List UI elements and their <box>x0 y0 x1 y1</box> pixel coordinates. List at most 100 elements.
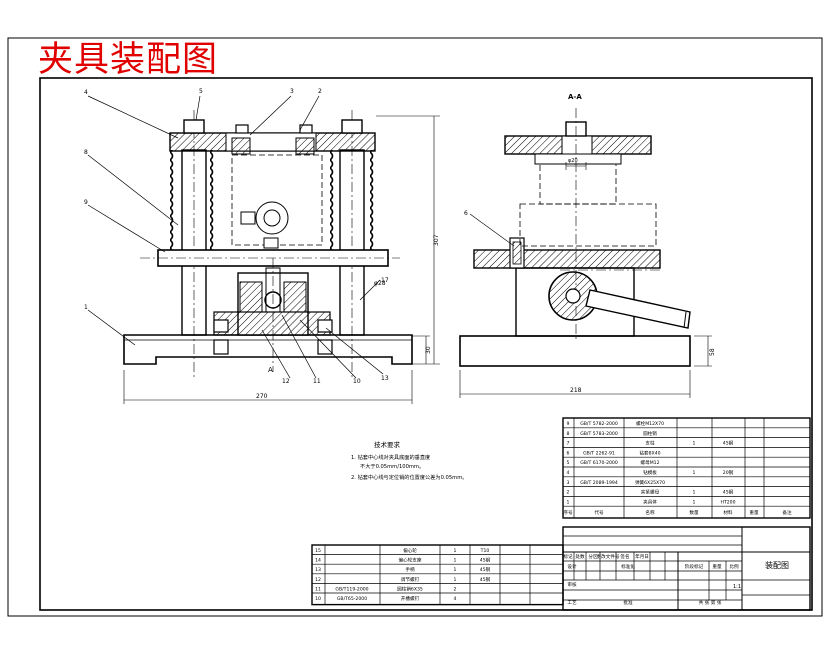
bom-material: 45钢 <box>480 557 491 564</box>
bom-header: 数量 <box>689 509 699 516</box>
bom-no: 15 <box>315 548 321 554</box>
title-block-approve: 批准 <box>623 599 633 606</box>
bom-code: GB/T 6170-2000 <box>580 460 618 466</box>
bom-header: 名称 <box>645 509 655 516</box>
bom-header: 备注 <box>782 509 792 516</box>
bom-qty: 2 <box>454 586 457 592</box>
callout: 1 <box>84 304 88 311</box>
bom-code: GB/T65-2000 <box>337 596 367 602</box>
callout: 3 <box>290 88 294 95</box>
bom-name: 钻套8X40 <box>639 449 660 456</box>
callout: 8 <box>84 149 88 156</box>
bom-no: 6 <box>567 450 570 456</box>
bom-header: 材料 <box>723 509 733 516</box>
bom-material: 45钢 <box>723 489 734 496</box>
bom-code: GB/T119-2000 <box>335 586 368 592</box>
bom-no: 11 <box>315 586 321 592</box>
outer-frame <box>7 37 823 617</box>
callout-side: 6 <box>464 210 468 217</box>
bom-material: T10 <box>480 548 490 554</box>
bom-no: 14 <box>315 558 321 564</box>
bom-no: 4 <box>567 470 570 476</box>
bom-no: 8 <box>567 431 570 437</box>
bom-qty: 1 <box>693 470 696 476</box>
bom-no: 7 <box>567 441 570 447</box>
dim-width-side: 218 <box>570 387 582 394</box>
bom-name: 螺栓M12X70 <box>636 420 664 427</box>
title-block-label: 分区 <box>588 553 598 560</box>
bom-material: HT200 <box>720 499 735 505</box>
dim-drill: φ28 <box>374 280 386 287</box>
title-block-scale: 比例 <box>729 563 739 570</box>
bom-name: 夹具体 <box>643 498 657 505</box>
bom-material: 45钢 <box>480 566 491 573</box>
bom-qty: 4 <box>454 596 457 602</box>
bom-no: 10 <box>315 596 321 602</box>
bom-qty: 1 <box>454 558 457 564</box>
tech-req-line: 2. 钻套中心线与定位销的位置度公差为0.05mm。 <box>351 473 467 481</box>
bom-name: 钻模板 <box>643 469 657 476</box>
title-block-name: 装配图 <box>765 560 789 570</box>
bom-name: 弹簧6X25X70 <box>635 479 665 486</box>
title-block-weight: 重量 <box>712 563 722 570</box>
bom-name: 开槽螺钉 <box>401 595 420 602</box>
title-block-label: 处数 <box>575 553 585 560</box>
title-block-design: 设计 <box>567 563 577 570</box>
title-block-label: 年月日 <box>635 553 649 560</box>
callout: 12 <box>282 378 290 385</box>
callout: 10 <box>353 378 361 385</box>
title-block-craft: 工艺 <box>567 600 577 606</box>
bom-material: 20钢 <box>723 469 734 476</box>
title-block-stage: 阶段标记 <box>685 563 704 570</box>
bom-name: 圆柱销 <box>643 430 657 437</box>
bom-name: 调节螺钉 <box>401 576 420 583</box>
callout: 5 <box>199 88 203 95</box>
bom-code: GB/T 2262-91 <box>583 450 615 456</box>
bom-header: 序号 <box>563 509 573 516</box>
title-block-label: 标记 <box>563 553 573 560</box>
tech-req-line: 1. 钻套中心线对夹具底面的垂直度 <box>351 453 430 461</box>
bom-qty: 1 <box>693 499 696 505</box>
bom-code: GB/T 5782-2000 <box>580 421 618 427</box>
dim-bushing: φ20 <box>568 158 578 164</box>
bom-name: 支柱 <box>645 440 655 447</box>
bom-header: 代号 <box>594 509 604 516</box>
bom-no: 12 <box>315 577 321 583</box>
bom-header: 重量 <box>749 509 759 516</box>
bom-code: GB/T 2089-1994 <box>580 480 618 486</box>
tech-req-line: 不大于0.05mm/100mm。 <box>360 462 424 470</box>
bom-qty: 1 <box>693 441 696 447</box>
callout: 2 <box>318 88 322 95</box>
tech-req-title: 技术要求 <box>374 440 401 449</box>
inner-frame <box>39 77 813 611</box>
title-block-label: 更改文件号 <box>597 553 620 560</box>
bom-name: 圆柱销6X35 <box>397 585 423 592</box>
bom-no: 2 <box>567 490 570 496</box>
bom-no: 13 <box>315 567 321 573</box>
title-block-sheets: 共 张 第 张 <box>699 599 722 606</box>
bom-name: 夹紧螺母 <box>641 489 660 496</box>
bom-code: GB/T 5783-2000 <box>580 431 618 437</box>
bom-name: 螺母M12 <box>641 459 660 466</box>
tech-requirements: 技术要求 1. 钻套中心线对夹具底面的垂直度 不大于0.05mm/100mm。 … <box>351 440 467 481</box>
bom-name: 偏心轮 <box>403 547 417 554</box>
bom-no: 9 <box>567 421 570 427</box>
bom-qty: 1 <box>454 567 457 573</box>
callout: 4 <box>84 89 88 96</box>
scale-value: 1:1 <box>733 584 741 590</box>
bom-no: 5 <box>567 460 570 466</box>
front-view <box>87 95 440 404</box>
bom-name: 偏心轮支座 <box>399 557 422 564</box>
title-block-standard: 标准化 <box>621 563 635 570</box>
callout: 17 <box>381 277 389 284</box>
dim-total-height: 307 <box>433 234 440 246</box>
bom-material: 45钢 <box>480 576 491 583</box>
callout: 11 <box>313 378 321 385</box>
bom-no: 1 <box>567 499 570 505</box>
dim-side-height: 58 <box>709 348 716 356</box>
bom-no: 3 <box>567 480 570 486</box>
dim-base-height: 30 <box>425 346 432 354</box>
callout: 13 <box>381 375 389 382</box>
bom-qty: 1 <box>454 548 457 554</box>
